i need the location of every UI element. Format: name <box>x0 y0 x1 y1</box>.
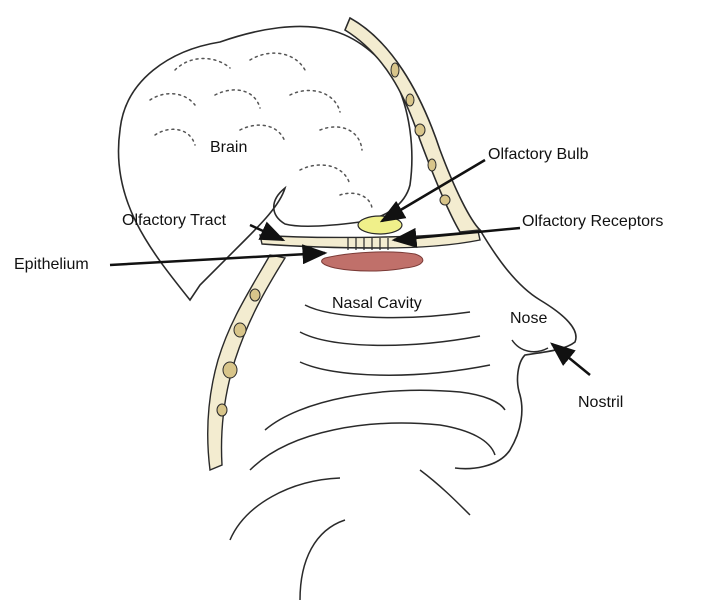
label-epithelium: Epithelium <box>14 256 89 273</box>
neck-bone <box>206 254 287 472</box>
brain-outline <box>117 25 413 302</box>
label-brain: Brain <box>210 139 248 156</box>
epithelium-shape <box>321 251 424 272</box>
brain-folds <box>149 52 373 209</box>
nasal-turbinates <box>299 304 491 376</box>
label-nose: Nose <box>510 310 548 327</box>
bone-spots <box>390 62 451 206</box>
label-nasal-cavity: Nasal Cavity <box>332 295 422 312</box>
label-olfactory-tract: Olfactory Tract <box>122 212 227 229</box>
label-nostril: Nostril <box>578 394 624 411</box>
neck-spots <box>216 288 261 417</box>
skull-bone <box>344 16 482 233</box>
receptor-fibres <box>347 238 389 250</box>
label-olfactory-bulb: Olfactory Bulb <box>488 146 589 163</box>
arrow-olfactory-tract <box>249 221 286 242</box>
arrow-olfactory-bulb <box>379 158 486 223</box>
arrow-epithelium <box>109 244 328 267</box>
arrows <box>109 158 591 376</box>
arrow-nostril <box>550 342 591 376</box>
oral-outline <box>229 389 506 601</box>
cribriform-plate <box>259 230 481 249</box>
arrow-olfactory-receptors <box>391 226 521 248</box>
nostril-shape <box>511 339 549 353</box>
label-olfactory-receptors: Olfactory Receptors <box>522 213 664 230</box>
face-profile <box>454 229 577 470</box>
olfactory-bulb-shape <box>357 215 403 235</box>
